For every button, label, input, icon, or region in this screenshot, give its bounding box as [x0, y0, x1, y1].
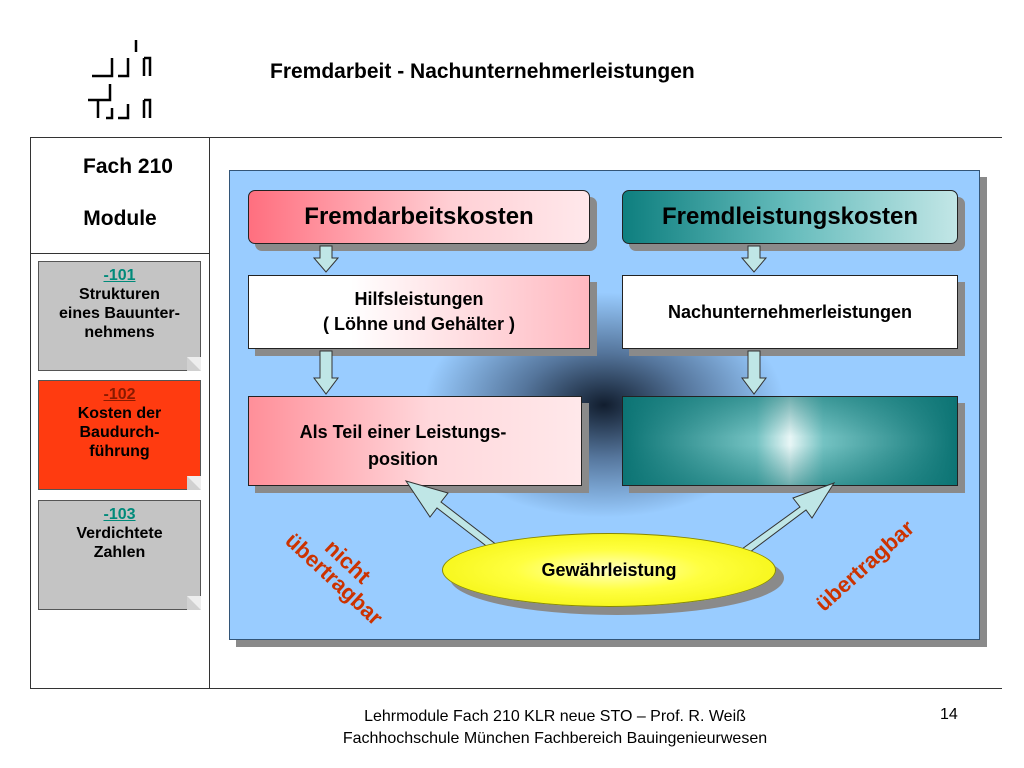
fach-label: Fach 210: [83, 155, 173, 178]
footer-divider: [30, 688, 1002, 689]
module-label: Strukturen: [79, 286, 160, 303]
module-code-link[interactable]: -101: [103, 267, 136, 284]
module-label: Verdichtete: [76, 525, 163, 542]
empty-teal-box: [622, 396, 958, 486]
module-label: nehmens: [84, 324, 155, 341]
box-label: Als Teil einer Leistungs-: [299, 422, 507, 442]
page-fold-icon: [187, 357, 201, 371]
sidebar-left-border: [30, 137, 31, 689]
institution-logo-icon: [88, 40, 152, 120]
nachunternehmerleistungen-box: Nachunternehmerleistungen: [622, 275, 958, 349]
leistungsposition-box: Als Teil einer Leistungs- position: [248, 396, 582, 486]
footer-line: Lehrmodule Fach 210 KLR neue STO – Prof.…: [364, 708, 746, 725]
box-label: Nachunternehmerleistungen: [667, 301, 913, 322]
module-code-link[interactable]: -103: [103, 506, 136, 523]
module-card-102[interactable]: -102 Kosten der Baudurch- führung: [38, 380, 201, 490]
module-heading: Module: [83, 207, 157, 230]
module-label: Kosten der: [77, 405, 162, 422]
header-label: Fremdleistungskosten: [661, 203, 919, 230]
fremdarbeitskosten-header: Fremdarbeitskosten: [248, 190, 590, 244]
slide-title: Fremdarbeit - Nachunternehmerleistungen: [270, 60, 695, 83]
module-card-101[interactable]: -101 Strukturen eines Bauunter- nehmens: [38, 261, 201, 371]
header-label: Fremdarbeitskosten: [304, 203, 534, 230]
hilfsleistungen-box: Hilfsleistungen ( Löhne und Gehälter ): [248, 275, 590, 349]
module-label: Baudurch-: [79, 424, 160, 441]
module-code-link[interactable]: -102: [103, 386, 136, 403]
oval-label: Gewährleistung: [541, 559, 677, 580]
header-divider: [30, 137, 1002, 138]
module-card-103[interactable]: -103 Verdichtete Zahlen: [38, 500, 201, 610]
gewaehrleistung-oval: Gewährleistung: [442, 533, 776, 607]
page-number: 14: [940, 706, 958, 723]
box-label: Hilfsleistungen: [354, 289, 484, 309]
module-label: Zahlen: [93, 544, 146, 561]
module-label: eines Bauunter-: [59, 305, 180, 322]
box-label: ( Löhne und Gehälter ): [323, 314, 515, 334]
fremdleistungskosten-header: Fremdleistungskosten: [622, 190, 958, 244]
page-fold-icon: [187, 596, 201, 610]
module-label: führung: [89, 443, 150, 460]
footer-line: Fachhochschule München Fachbereich Bauin…: [342, 730, 768, 747]
sidebar-heading: Fach 210 Module: [30, 155, 210, 231]
page-fold-icon: [187, 476, 201, 490]
box-label: position: [368, 449, 438, 469]
sidebar-heading-divider: [30, 253, 210, 254]
footer-text: Lehrmodule Fach 210 KLR neue STO – Prof.…: [270, 706, 840, 750]
sidebar-right-border: [209, 137, 210, 689]
